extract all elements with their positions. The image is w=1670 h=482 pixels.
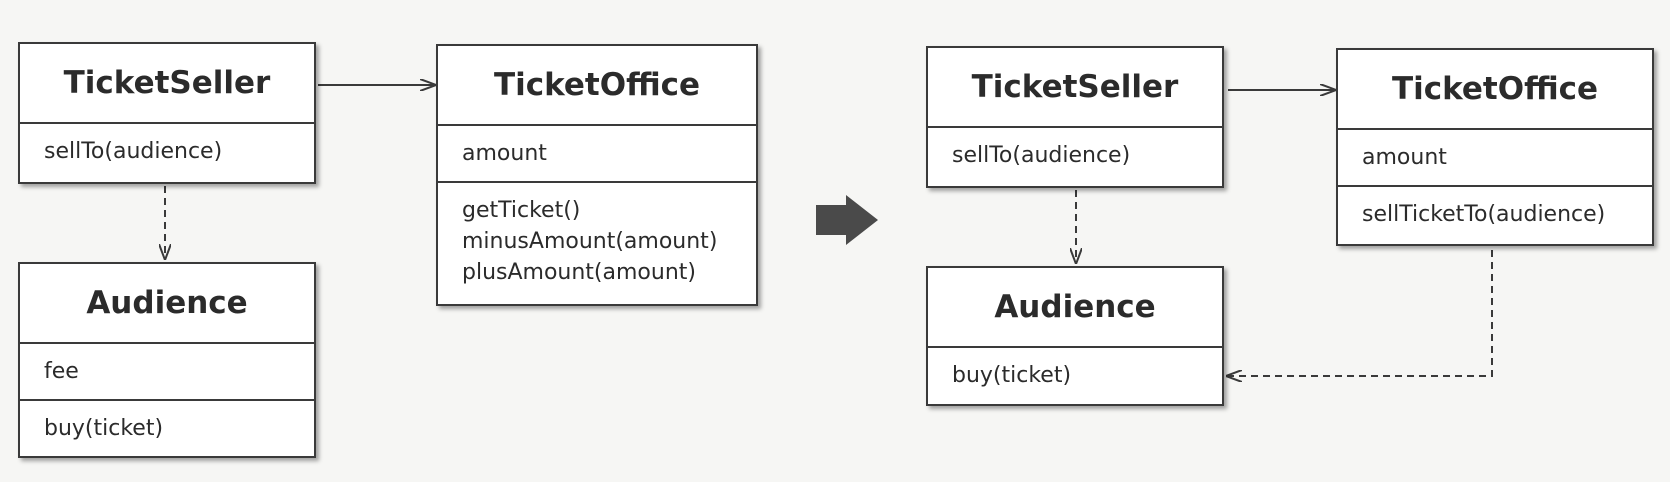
class-name: TicketSeller — [928, 48, 1222, 128]
operations-section: getTicket() minusAmount(amount) plusAmou… — [438, 183, 756, 300]
attribute: fee — [44, 359, 79, 384]
class-name: Audience — [928, 268, 1222, 348]
operations-section: sellTo(audience) — [20, 124, 314, 179]
after-ticket-seller-class: TicketSeller sellTo(audience) — [926, 46, 1224, 188]
before-ticket-office-class: TicketOffice amount getTicket() minusAmo… — [436, 44, 758, 306]
operation: sellTo(audience) — [44, 139, 223, 164]
attributes-section: amount — [1338, 130, 1652, 187]
after-ticket-office-class: TicketOffice amount sellTicketTo(audienc… — [1336, 48, 1654, 246]
before-audience-class: Audience fee buy(ticket) — [18, 262, 316, 458]
operation: buy(ticket) — [952, 363, 1072, 388]
attribute: amount — [462, 141, 547, 166]
class-name: TicketOffice — [1338, 50, 1652, 130]
operations-section: buy(ticket) — [20, 401, 314, 456]
after-audience-class: Audience buy(ticket) — [926, 266, 1224, 406]
class-name: TicketOffice — [438, 46, 756, 126]
dependency-arrow-office-to-audience-after — [1228, 250, 1493, 376]
operations-section: buy(ticket) — [928, 348, 1222, 403]
attribute: amount — [1362, 145, 1447, 170]
operation: buy(ticket) — [44, 416, 164, 441]
class-name: Audience — [20, 264, 314, 344]
operations-section: sellTo(audience) — [928, 128, 1222, 183]
operation: plusAmount(amount) — [462, 260, 696, 285]
operation: sellTo(audience) — [952, 143, 1131, 168]
attributes-section: fee — [20, 344, 314, 401]
operation: sellTicketTo(audience) — [1362, 202, 1606, 227]
operations-section: sellTicketTo(audience) — [1338, 187, 1652, 242]
class-name: TicketSeller — [20, 44, 314, 124]
transition-arrow-icon — [816, 195, 878, 245]
before-ticket-seller-class: TicketSeller sellTo(audience) — [18, 42, 316, 184]
operation: minusAmount(amount) — [462, 229, 718, 254]
attributes-section: amount — [438, 126, 756, 183]
operation: getTicket() — [462, 198, 581, 223]
